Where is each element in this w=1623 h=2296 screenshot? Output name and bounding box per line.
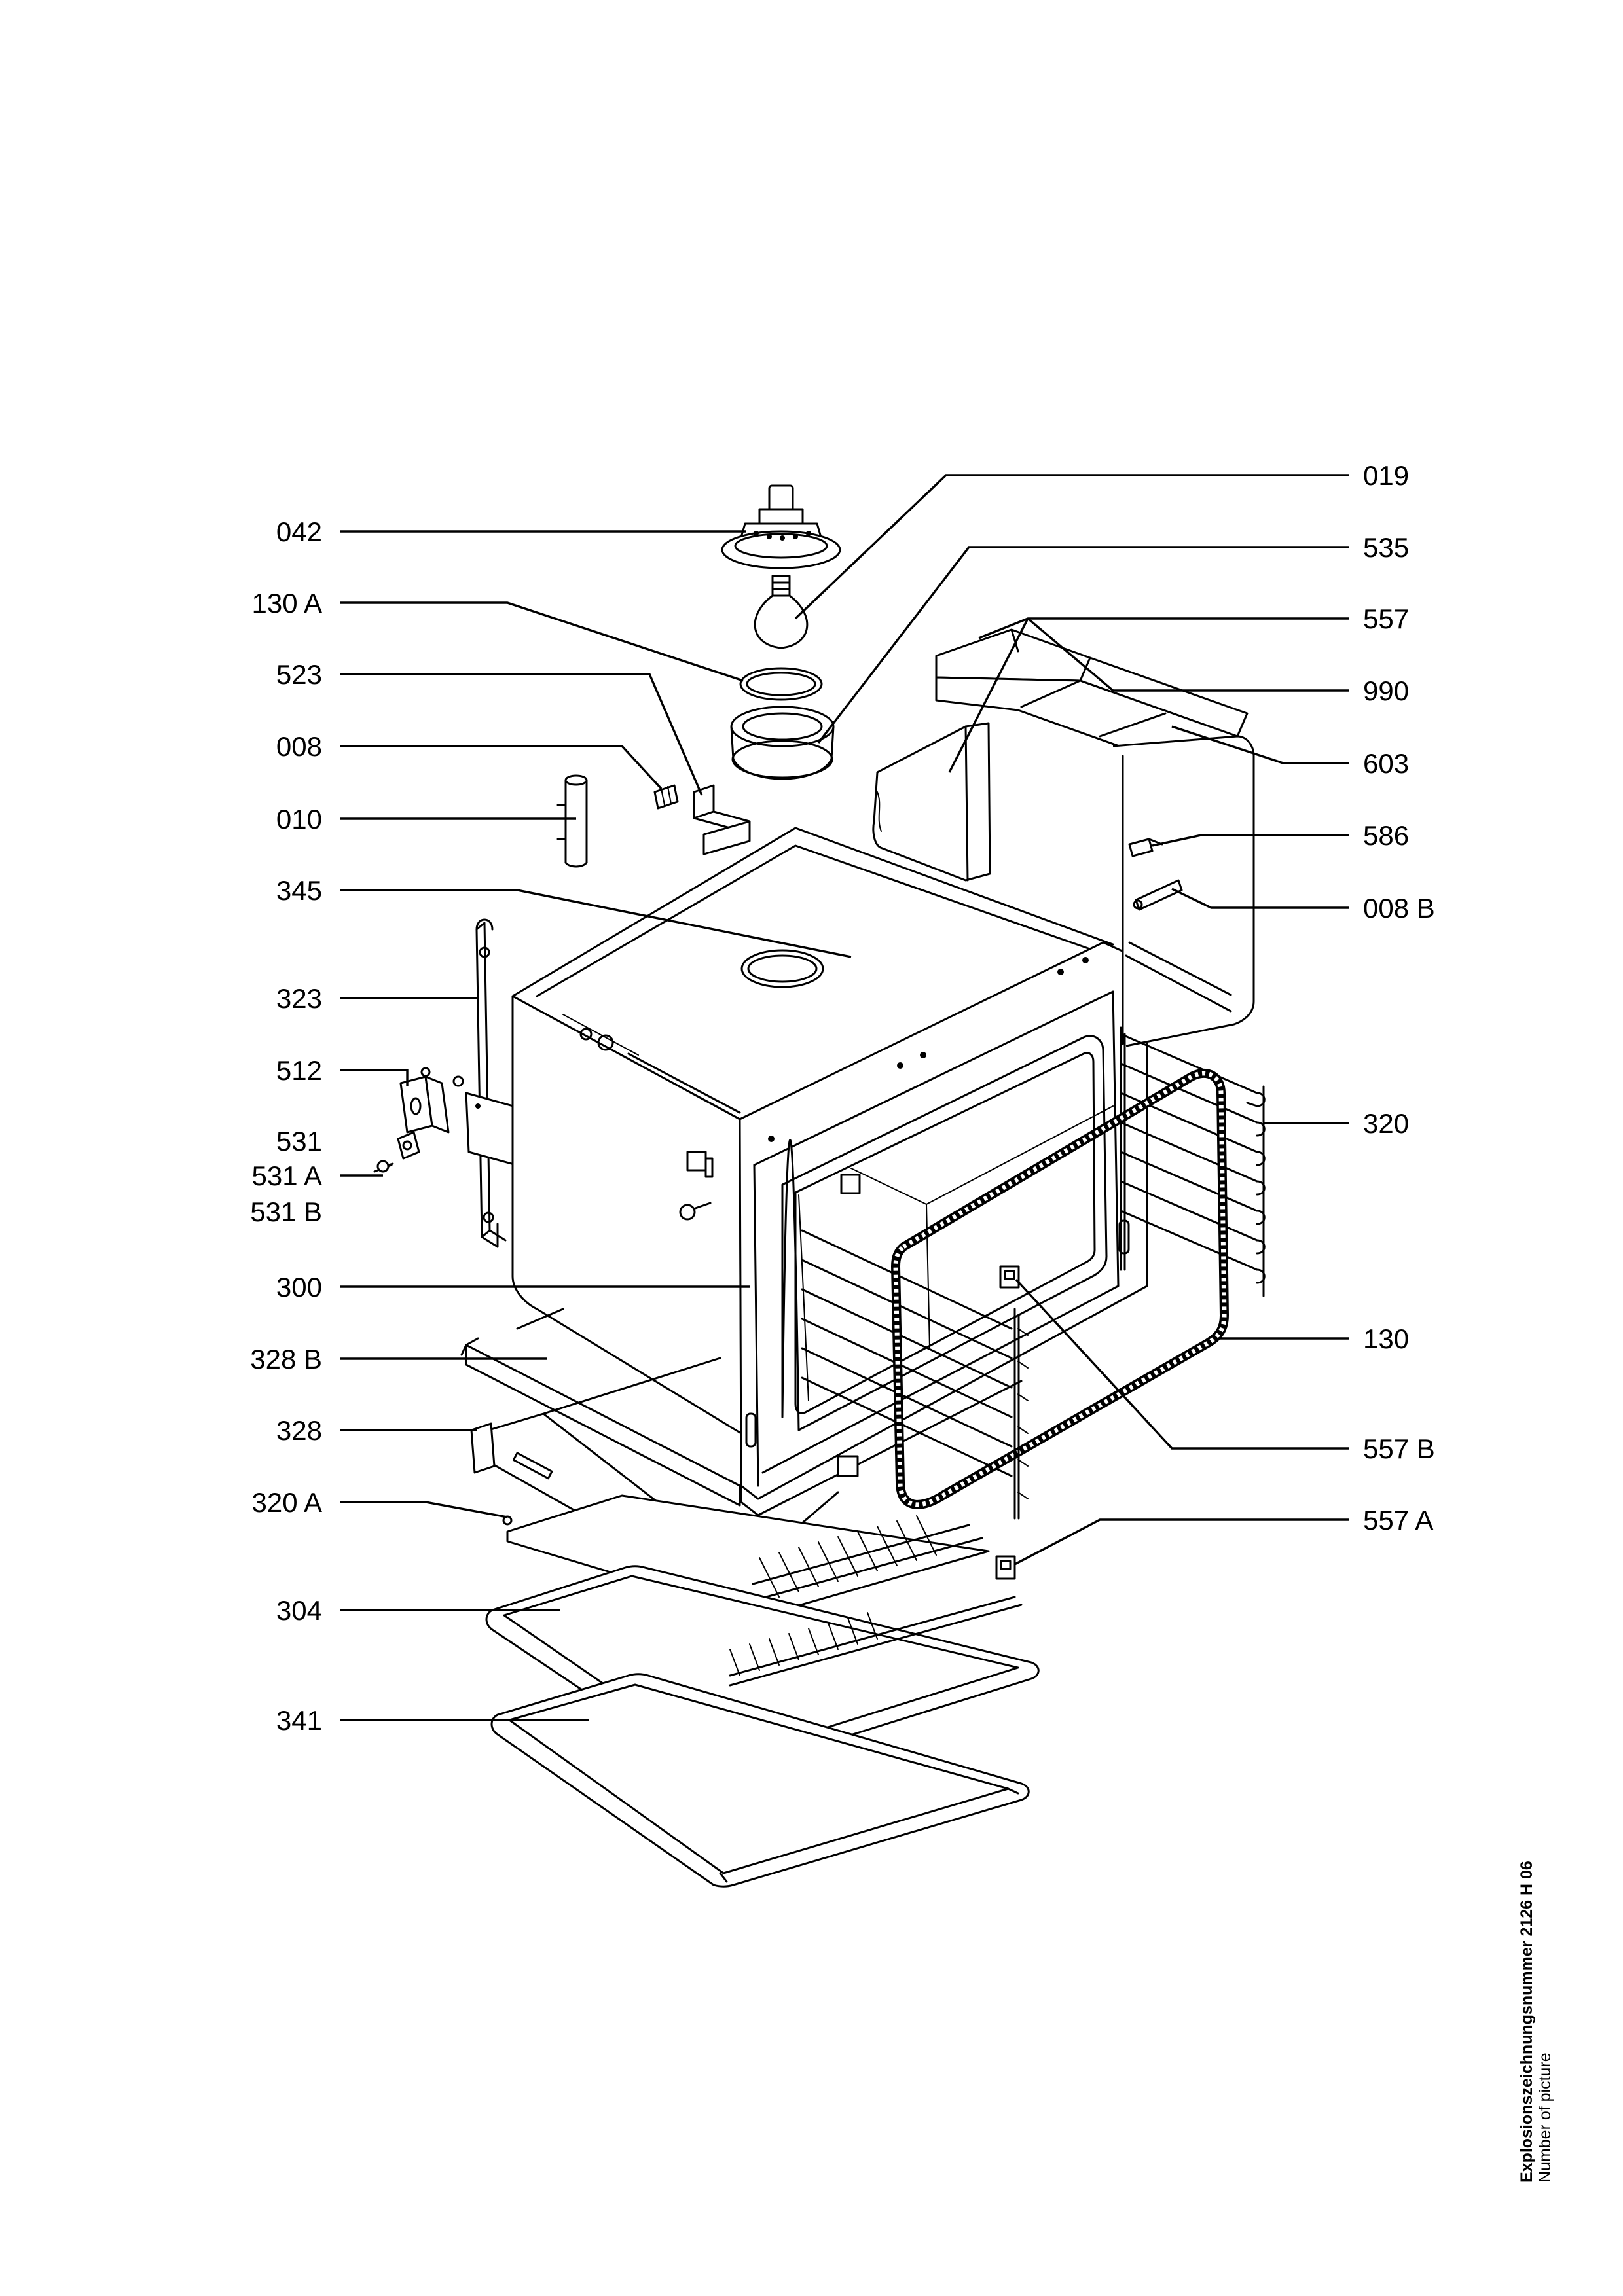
label-341: 341 [276, 1705, 322, 1736]
label-304: 304 [276, 1595, 322, 1626]
label-328B: 328 B [250, 1344, 322, 1374]
part-130-door-seal [891, 1069, 1229, 1509]
part-010-hinge-pin [556, 774, 588, 868]
label-130: 130 [1363, 1323, 1409, 1354]
drawing-number: Explosionszeichnungsnummer 2126 H 06 [1518, 1861, 1536, 2183]
part-008B-pin [1133, 879, 1183, 911]
label-320A: 320 A [252, 1487, 322, 1518]
label-019: 019 [1363, 460, 1409, 491]
label-523: 523 [276, 659, 322, 690]
part-019-bulb [754, 575, 809, 649]
part-300-oven-cavity [511, 827, 1148, 1516]
label-345: 345 [276, 875, 322, 906]
label-320: 320 [1363, 1108, 1409, 1139]
part-557-side-insulation [872, 722, 991, 882]
part-130A-ring [739, 667, 823, 701]
label-328: 328 [276, 1415, 322, 1446]
part-008-clip [653, 784, 679, 810]
label-042: 042 [276, 516, 322, 547]
part-557A-clip [995, 1555, 1016, 1580]
part-320-right-rack [1120, 1026, 1266, 1297]
part-531-screw-clip [373, 1131, 420, 1173]
label-531A: 531 A [252, 1160, 322, 1191]
label-990: 990 [1363, 675, 1409, 706]
label-531: 531 [276, 1126, 322, 1157]
part-523-bracket [693, 784, 751, 855]
label-008: 008 [276, 731, 322, 762]
label-557B: 557 B [1363, 1433, 1435, 1464]
label-557A: 557 A [1363, 1505, 1433, 1535]
label-531B: 531 B [250, 1196, 322, 1227]
right-labels: 019 535 557 990 603 586 008 B 320 130 55… [1363, 460, 1435, 1535]
label-586: 586 [1363, 820, 1409, 851]
label-603: 603 [1363, 748, 1409, 779]
part-320-left-rack [1013, 1308, 1029, 1520]
label-535: 535 [1363, 532, 1409, 563]
part-320A-grid-tray [502, 1494, 990, 1618]
label-130A: 130 A [252, 588, 322, 619]
part-557B-clip [999, 1265, 1020, 1289]
part-341-tray [490, 1673, 1030, 1888]
part-323-side-strip [475, 918, 507, 1248]
part-990-insulation [935, 628, 1255, 1047]
left-labels: 042 130 A 523 008 010 345 323 512 531 53… [250, 516, 322, 1736]
drawing-subtitle: Number of picture [1536, 2053, 1554, 2183]
label-323: 323 [276, 983, 322, 1014]
leader-lines [340, 474, 1349, 1721]
label-300: 300 [276, 1272, 322, 1302]
label-010: 010 [276, 804, 322, 834]
part-042-lamp-housing [721, 484, 841, 569]
label-512: 512 [276, 1055, 322, 1086]
label-557: 557 [1363, 603, 1409, 634]
label-008B: 008 B [1363, 893, 1435, 924]
part-535-lamp-glass [730, 706, 835, 780]
